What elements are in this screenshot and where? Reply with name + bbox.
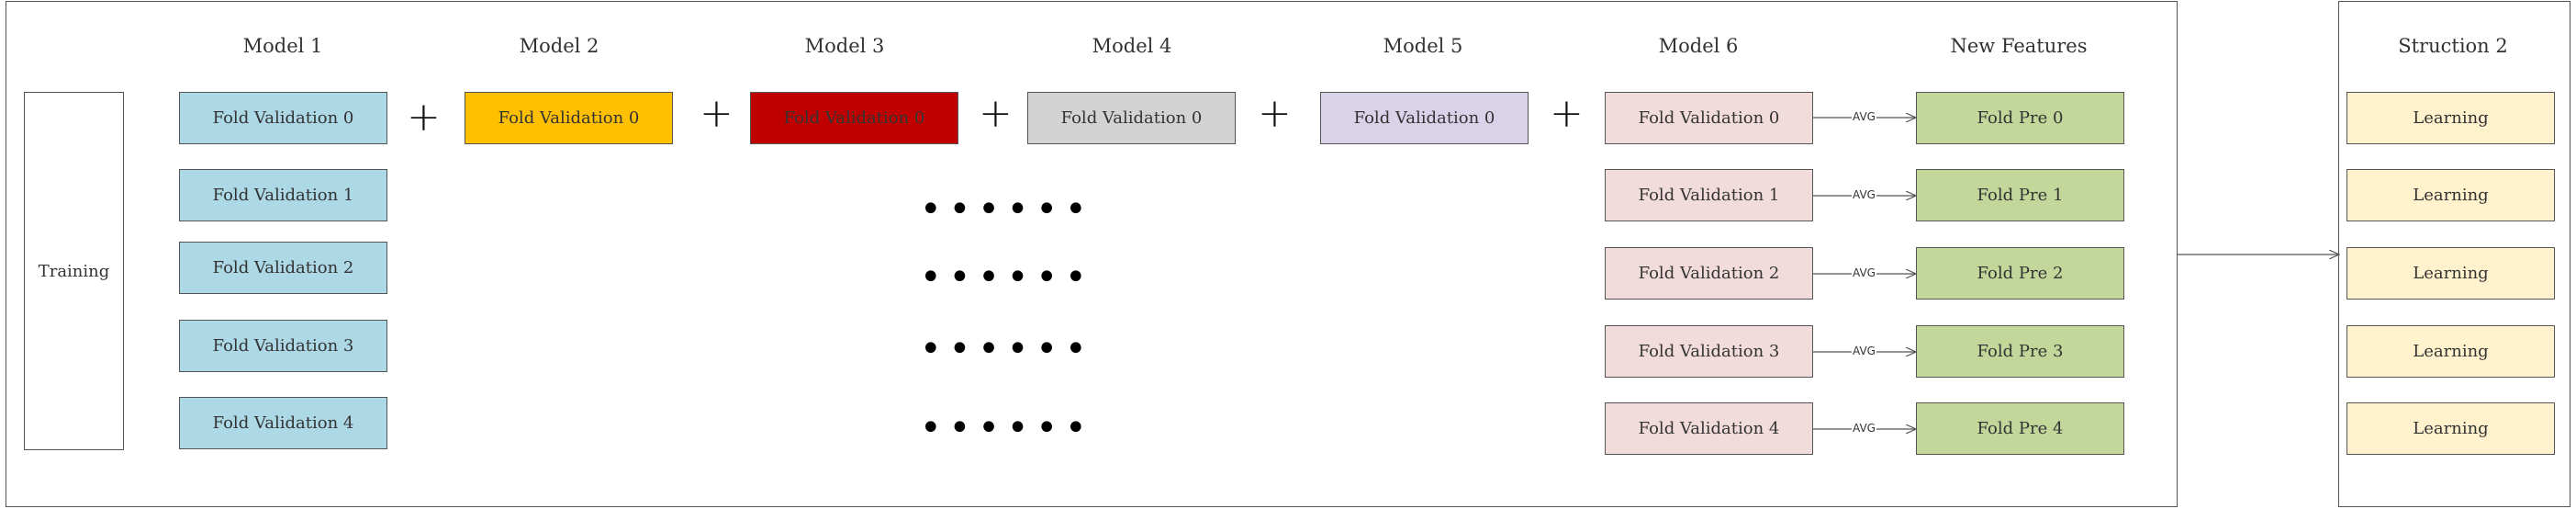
model1-fold-2: Fold Validation 2: [179, 242, 387, 294]
stacking-frame: [6, 1, 2178, 507]
learning-box-4: Learning: [2346, 402, 2555, 455]
model1-fold-0: Fold Validation 0: [179, 92, 387, 144]
fold-pre-0: Fold Pre 0: [1916, 92, 2124, 144]
avg-label-4: AVG: [1852, 422, 1876, 435]
plus-sign-5: +: [1550, 90, 1584, 137]
avg-label-3: AVG: [1852, 345, 1876, 357]
header-new-features: New Features: [1950, 35, 2088, 57]
training-box: Training: [24, 92, 124, 450]
model1-fold-3: Fold Validation 3: [179, 320, 387, 372]
model6-fold-2: Fold Validation 2: [1605, 247, 1813, 300]
header-model5: Model 5: [1383, 35, 1463, 57]
model6-fold-1: Fold Validation 1: [1605, 169, 1813, 221]
header-model6: Model 6: [1658, 35, 1739, 57]
learning-box-2: Learning: [2346, 247, 2555, 300]
model3-fold-0: Fold Validation 0: [750, 92, 958, 144]
fold-pre-4: Fold Pre 4: [1916, 402, 2124, 455]
learning-box-3: Learning: [2346, 325, 2555, 378]
avg-label-2: AVG: [1852, 266, 1876, 279]
model5-fold-0: Fold Validation 0: [1320, 92, 1529, 144]
ellipsis-row-3: ••••••: [920, 328, 1094, 370]
model6-fold-3: Fold Validation 3: [1605, 325, 1813, 378]
plus-sign-4: +: [1258, 90, 1292, 137]
ellipsis-row-2: ••••••: [920, 256, 1094, 299]
plus-sign-3: +: [979, 90, 1013, 137]
learning-box-1: Learning: [2346, 169, 2555, 221]
header-model2: Model 2: [519, 35, 599, 57]
avg-label-0: AVG: [1852, 110, 1876, 123]
fold-pre-1: Fold Pre 1: [1916, 169, 2124, 221]
model2-fold-0: Fold Validation 0: [465, 92, 673, 144]
avg-label-1: AVG: [1852, 188, 1876, 201]
ellipsis-row-1: ••••••: [920, 188, 1094, 231]
model6-fold-4: Fold Validation 4: [1605, 402, 1813, 455]
model1-fold-1: Fold Validation 1: [179, 169, 387, 221]
model6-fold-0: Fold Validation 0: [1605, 92, 1813, 144]
header-model3: Model 3: [804, 35, 885, 57]
header-model1: Model 1: [242, 35, 323, 57]
learning-box-0: Learning: [2346, 92, 2555, 144]
plus-sign-1: +: [407, 94, 441, 141]
model1-fold-4: Fold Validation 4: [179, 397, 387, 449]
fold-pre-2: Fold Pre 2: [1916, 247, 2124, 300]
header-struction2: Struction 2: [2398, 35, 2508, 57]
model4-fold-0: Fold Validation 0: [1027, 92, 1236, 144]
ellipsis-row-4: ••••••: [920, 407, 1094, 449]
plus-sign-2: +: [700, 90, 734, 137]
header-model4: Model 4: [1092, 35, 1172, 57]
fold-pre-3: Fold Pre 3: [1916, 325, 2124, 378]
